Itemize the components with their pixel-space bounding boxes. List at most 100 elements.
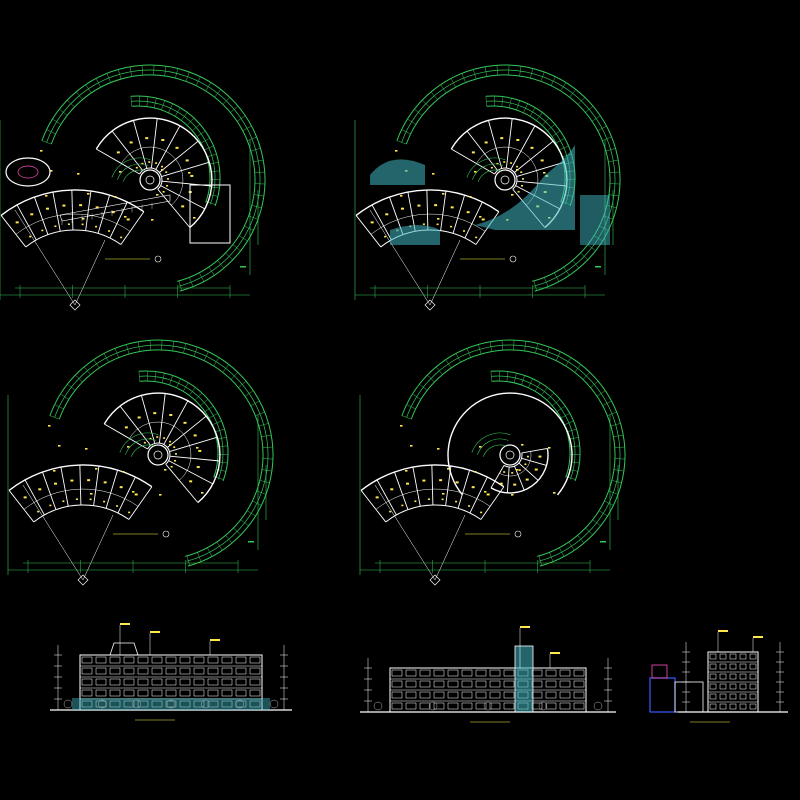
spiral-tick <box>189 277 194 287</box>
room-tag <box>163 437 166 439</box>
annotation-tag <box>201 492 204 494</box>
room-tag <box>169 414 173 417</box>
fan-partition <box>60 466 69 507</box>
room-tag <box>500 137 504 140</box>
spiral-tick <box>541 117 550 126</box>
origin-mark <box>424 299 436 311</box>
spiral-tick <box>253 194 264 197</box>
spiral-tick <box>489 341 493 352</box>
spiral-tick <box>596 390 606 397</box>
stair-ring <box>111 157 151 178</box>
window <box>95 689 107 697</box>
spiral-tick <box>550 76 556 86</box>
spiral-tick <box>185 71 190 82</box>
north-elevation <box>360 626 616 723</box>
spiral-tick <box>450 78 456 88</box>
window <box>95 700 107 708</box>
fan-partition <box>169 436 218 452</box>
spiral-tick <box>242 125 252 131</box>
tree <box>63 699 73 709</box>
room-tag <box>389 510 392 513</box>
spiral-tick <box>585 527 593 536</box>
spiral-tick <box>592 519 601 526</box>
annotation-tag <box>511 494 514 496</box>
window <box>749 673 757 680</box>
spiral-tick <box>473 69 477 80</box>
spiral-tick <box>252 500 262 506</box>
stair-ring <box>477 169 502 182</box>
fan-partition <box>96 148 140 175</box>
room-tag <box>62 500 65 503</box>
window <box>207 656 219 664</box>
spiral-tick <box>141 65 143 76</box>
window <box>475 669 487 677</box>
room-tag <box>518 469 521 471</box>
room-tag <box>170 465 173 468</box>
room-tag <box>174 459 177 462</box>
window <box>709 683 717 690</box>
window <box>749 653 757 660</box>
window <box>739 663 747 670</box>
construction-line <box>374 484 436 581</box>
spiral-tick <box>255 411 265 416</box>
spiral-tick <box>200 138 210 144</box>
spiral-tick <box>238 235 248 242</box>
window <box>123 689 135 697</box>
window <box>207 689 219 697</box>
window <box>749 663 757 670</box>
spiral-tick <box>597 125 607 131</box>
spiral-band <box>396 64 621 292</box>
window <box>729 653 737 660</box>
spiral-tick <box>566 428 577 433</box>
annotation-tag <box>516 469 519 471</box>
leader-tag <box>753 636 763 638</box>
fan-partition <box>464 201 483 239</box>
annotation-tag <box>484 491 487 493</box>
construction-line <box>14 209 76 306</box>
spiral-tick <box>129 66 133 77</box>
origin-mark <box>429 574 441 586</box>
room-tag <box>30 213 34 216</box>
window <box>235 667 247 675</box>
window <box>137 700 149 708</box>
window <box>433 691 445 699</box>
spiral-tick <box>614 446 625 448</box>
fan-partition <box>159 140 199 173</box>
fan-partition <box>440 191 447 231</box>
spiral-tick <box>261 469 272 472</box>
fan-partition <box>161 161 210 177</box>
roof-edge <box>447 392 573 496</box>
construction-line <box>369 209 431 306</box>
fan-partition <box>518 462 539 481</box>
building-outline <box>79 654 263 711</box>
window <box>545 680 557 688</box>
north-arrow <box>154 255 162 263</box>
leader-tag <box>150 631 160 633</box>
room-tag <box>521 178 524 180</box>
tree <box>132 699 141 709</box>
spiral-band <box>410 349 616 557</box>
spiral-tick <box>230 372 239 380</box>
spiral-tick <box>538 555 542 566</box>
spiral-tick <box>401 129 411 135</box>
spiral-tick <box>232 244 241 251</box>
window <box>405 691 417 699</box>
window <box>391 702 403 710</box>
annotation-tag <box>553 492 556 494</box>
window <box>739 703 747 710</box>
window <box>573 691 585 699</box>
room-tag <box>436 223 439 226</box>
fan-partition <box>105 469 119 509</box>
window <box>249 678 261 686</box>
stair-ring <box>119 432 159 453</box>
room-tag <box>165 171 168 173</box>
stair-ring <box>122 169 147 182</box>
window <box>573 669 585 677</box>
spiral-tick <box>206 153 217 158</box>
spiral-tick <box>528 378 533 388</box>
fan-partition <box>71 190 74 231</box>
spiral-tick <box>214 89 221 98</box>
spiral-tick <box>590 380 599 388</box>
room-tag <box>161 165 164 168</box>
window <box>719 653 727 660</box>
